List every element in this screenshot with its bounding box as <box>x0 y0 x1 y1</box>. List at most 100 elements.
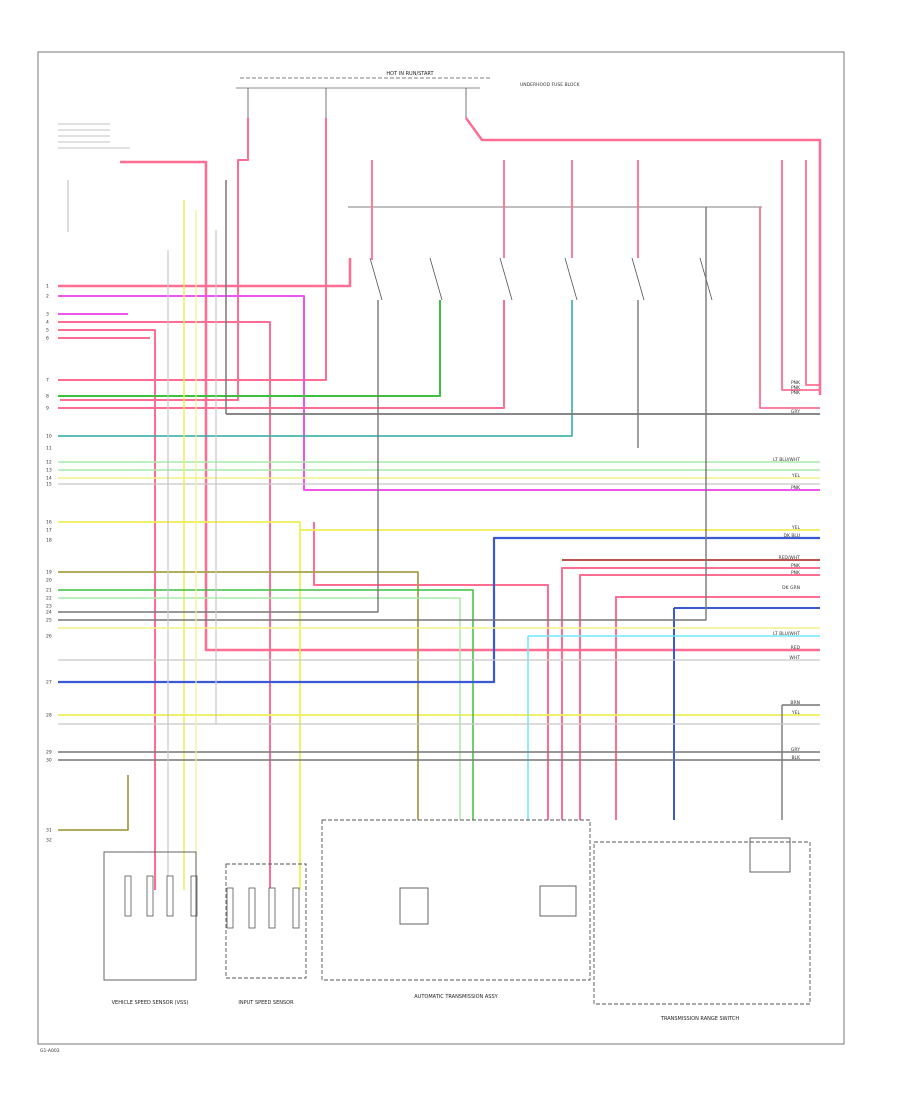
right-wire-label: GRY <box>791 409 800 415</box>
right-wire-label: RED <box>791 645 801 651</box>
right-wire-label: YEL <box>791 473 801 479</box>
left-component-box2 <box>225 863 307 979</box>
left-terminal-label: 16 <box>46 520 52 526</box>
right-wire-label: PNK <box>791 385 801 391</box>
left-terminal-label: 22 <box>46 596 52 602</box>
right-box-caption: TRANSMISSION RANGE SWITCH <box>660 1016 739 1022</box>
wire-olive-32 <box>58 571 419 820</box>
wire-pink-17 <box>579 574 820 820</box>
left-terminal-label: 9 <box>46 406 49 412</box>
connector-pin <box>268 887 276 929</box>
right-wire-label: BRN <box>790 700 800 706</box>
wire-gray-44 <box>58 207 707 621</box>
wire-green-34 <box>58 589 474 820</box>
right-wire-label: PNK <box>791 563 801 569</box>
left-terminal-label: 10 <box>46 434 52 440</box>
left-component-box1 <box>103 851 197 981</box>
wire-green-22 <box>58 300 441 397</box>
wire-yellow-29 <box>58 521 301 890</box>
left-terminal-label: 1 <box>46 284 49 290</box>
right-wire-label: DK GRN <box>782 585 800 591</box>
left-terminal-label: 23 <box>46 604 52 610</box>
wire-lightgreen-35 <box>58 597 461 820</box>
center-sensor-box2 <box>539 885 577 917</box>
left-terminal-label: 13 <box>46 468 52 474</box>
right-wire-label: PNK <box>791 390 801 396</box>
left-terminal-label: 27 <box>46 680 52 686</box>
wire-teal-23 <box>58 300 573 437</box>
connector-pin <box>146 875 154 917</box>
wire-pink-12 <box>58 329 156 890</box>
fuse-block-note: UNDERHOOD FUSE BLOCK <box>520 82 581 88</box>
wire-pink-2 <box>58 118 327 381</box>
connector-pin <box>248 887 256 929</box>
left-terminal-label: 15 <box>46 482 52 488</box>
connector-pin <box>292 887 300 929</box>
left-terminal-label: 8 <box>46 394 49 400</box>
center-component-box <box>321 819 591 981</box>
bottom-components <box>103 819 811 1005</box>
connector-pin <box>166 875 174 917</box>
wire-gray-49 <box>781 704 820 820</box>
wire-pink-18 <box>615 596 820 820</box>
wire-pink-0 <box>464 117 822 395</box>
hot-label: HOT IN RUN/START <box>386 71 434 77</box>
wire-gray-45 <box>58 300 379 613</box>
wire-pink-19 <box>561 567 820 820</box>
right-wire-label: WHT <box>789 655 800 661</box>
wire-pink-11 <box>58 258 352 288</box>
right-wire-label: LT BLU/WHT <box>773 631 800 637</box>
center-sensor-box <box>399 887 429 925</box>
wire-magenta-20 <box>58 295 820 491</box>
left-terminal-label: 17 <box>46 528 52 534</box>
right-wire-label: PNK <box>791 380 801 386</box>
left-terminal-label: 3 <box>46 312 49 318</box>
left-terminal-label: 14 <box>46 476 52 482</box>
wire-pink-1 <box>60 118 249 401</box>
left-terminal-label: 18 <box>46 538 52 544</box>
connector-pin <box>226 887 234 929</box>
right-component-box <box>593 841 811 1005</box>
left-terminal-label: 4 <box>46 320 49 326</box>
left-terminal-label: 12 <box>46 460 52 466</box>
left-terminal-label: 24 <box>46 610 52 616</box>
wire-layer <box>58 117 822 929</box>
left-terminal-label: 7 <box>46 378 49 384</box>
fuse-block-header: HOT IN RUN/START UNDERHOOD FUSE BLOCK <box>236 71 581 118</box>
wire-pink-3 <box>120 160 820 652</box>
wire-pink-8 <box>781 160 820 391</box>
left-terminal-label: 28 <box>46 713 52 719</box>
left-terminal-label: 20 <box>46 578 52 584</box>
right-wire-label: DK BLU <box>783 533 800 539</box>
wire-olive-33 <box>58 775 129 831</box>
left-terminal-label: 25 <box>46 618 52 624</box>
connector-pin <box>124 875 132 917</box>
left-terminal-label: 30 <box>46 758 52 764</box>
center-box-caption: AUTOMATIC TRANSMISSION ASSY <box>414 994 498 1000</box>
right-wire-label: GRY <box>791 747 800 753</box>
upper-left-notes <box>58 123 130 232</box>
left-terminal-label: 26 <box>46 634 52 640</box>
left-terminal-label: 2 <box>46 294 49 300</box>
wire-pink-15 <box>58 300 505 409</box>
left-terminal-label: 31 <box>46 828 52 834</box>
relay-bank <box>348 206 762 301</box>
left-box2-caption: INPUT SPEED SENSOR <box>238 1000 294 1006</box>
left-terminal-labels: 1234567891011121314151617181920212223242… <box>46 284 52 844</box>
left-terminal-label: 5 <box>46 328 49 334</box>
right-wire-label: BLK <box>791 755 801 761</box>
left-terminal-label: 11 <box>46 446 52 452</box>
diagram-frame <box>37 51 845 1045</box>
page-code: G1-A003 <box>40 1048 60 1054</box>
wire-blue-36 <box>58 536 820 684</box>
left-terminal-label: 32 <box>46 838 52 844</box>
connector-pin <box>190 875 198 917</box>
right-wire-label: LT BLU/WHT <box>773 457 800 463</box>
right-wire-label: YEL <box>791 525 801 531</box>
right-inner-box <box>749 837 791 873</box>
right-wire-label: RED/WHT <box>778 555 800 561</box>
wire-pink-9 <box>805 160 820 386</box>
right-wire-label: YEL <box>791 710 801 716</box>
